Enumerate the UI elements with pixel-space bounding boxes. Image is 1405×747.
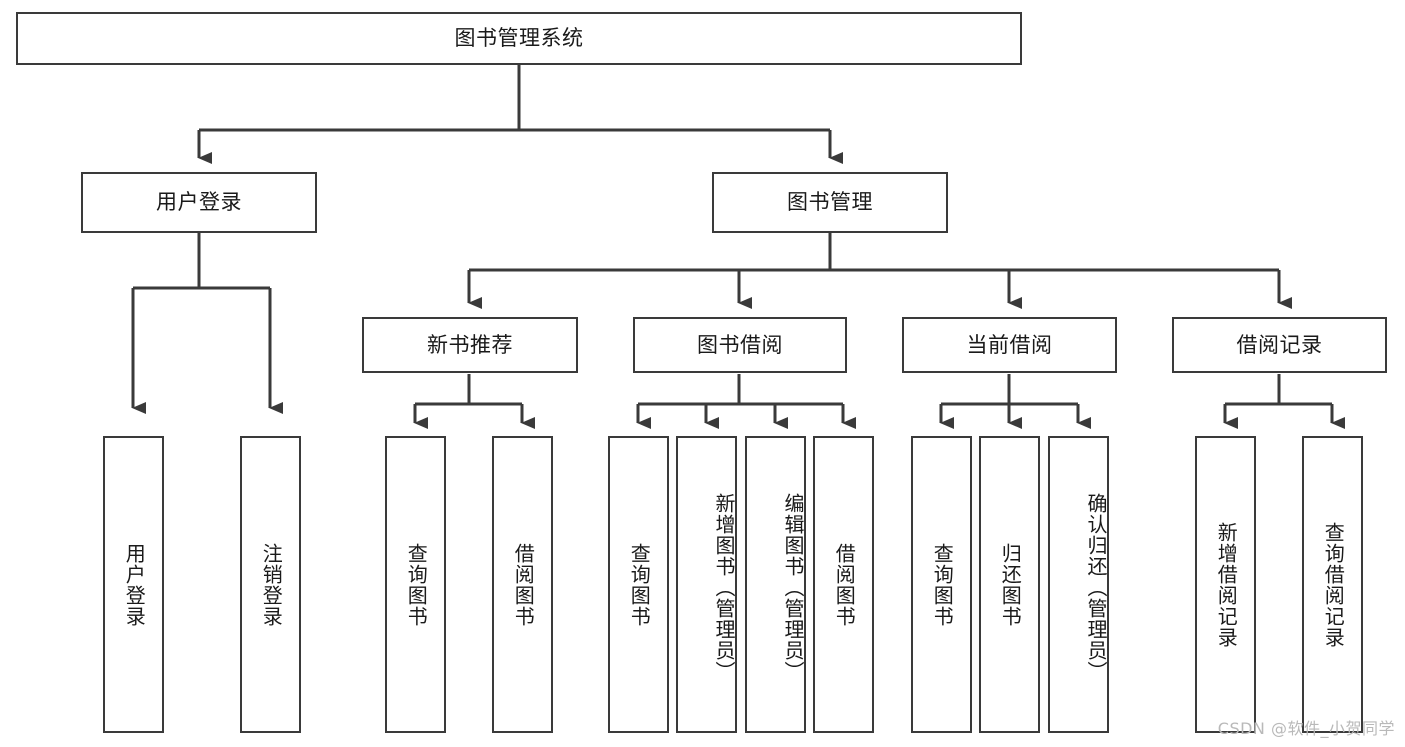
leaf-query-book-2[interactable]: 查询图书 xyxy=(608,436,669,733)
leaf-borrow-book-2-label: 借阅图书 xyxy=(832,542,857,627)
leaf-borrow-book-2[interactable]: 借阅图书 xyxy=(813,436,874,733)
leaf-confirm-return-label: 确认归还（管理员） xyxy=(1084,493,1108,682)
node-root[interactable]: 图书管理系统 xyxy=(16,12,1022,65)
leaf-query-record-label: 查询借阅记录 xyxy=(1321,521,1346,648)
leaf-edit-book[interactable]: 编辑图书（管理员） xyxy=(745,436,806,733)
node-current-borrow[interactable]: 当前借阅 xyxy=(902,317,1117,373)
node-current-borrow-label: 当前借阅 xyxy=(966,332,1053,357)
node-book-manage[interactable]: 图书管理 xyxy=(712,172,948,233)
node-book-borrow-label: 图书借阅 xyxy=(697,332,783,357)
node-new-book-recommend[interactable]: 新书推荐 xyxy=(362,317,578,373)
node-user-login-label: 用户登录 xyxy=(156,190,242,215)
leaf-query-book-3[interactable]: 查询图书 xyxy=(911,436,972,733)
leaf-borrow-book-1-label: 借阅图书 xyxy=(511,542,536,627)
leaf-add-book-label: 新增图书（管理员） xyxy=(712,493,736,682)
node-borrow-record-label: 借阅记录 xyxy=(1236,332,1323,357)
leaf-return-book[interactable]: 归还图书 xyxy=(979,436,1040,733)
leaf-add-record[interactable]: 新增借阅记录 xyxy=(1195,436,1256,733)
leaf-query-book-2-label: 查询图书 xyxy=(627,542,652,627)
leaf-logout-label: 注销登录 xyxy=(259,542,284,627)
leaf-logout[interactable]: 注销登录 xyxy=(240,436,301,733)
leaf-user-login[interactable]: 用户登录 xyxy=(103,436,164,733)
leaf-query-book-1-label: 查询图书 xyxy=(404,542,429,627)
leaf-add-book[interactable]: 新增图书（管理员） xyxy=(676,436,737,733)
watermark-text: CSDN @软件_小贺同学 xyxy=(1217,719,1395,738)
node-book-borrow[interactable]: 图书借阅 xyxy=(633,317,847,373)
node-user-login[interactable]: 用户登录 xyxy=(81,172,317,233)
leaf-return-book-label: 归还图书 xyxy=(998,542,1023,627)
node-borrow-record[interactable]: 借阅记录 xyxy=(1172,317,1387,373)
leaf-borrow-book-1[interactable]: 借阅图书 xyxy=(492,436,553,733)
leaf-user-login-label: 用户登录 xyxy=(122,542,147,627)
leaf-query-record[interactable]: 查询借阅记录 xyxy=(1302,436,1363,733)
leaf-edit-book-label: 编辑图书（管理员） xyxy=(781,493,805,682)
node-root-label: 图书管理系统 xyxy=(454,26,584,51)
leaf-query-book-1[interactable]: 查询图书 xyxy=(385,436,446,733)
leaf-confirm-return[interactable]: 确认归还（管理员） xyxy=(1048,436,1109,733)
node-new-book-recommend-label: 新书推荐 xyxy=(427,332,513,357)
leaf-query-book-3-label: 查询图书 xyxy=(930,542,955,627)
node-book-manage-label: 图书管理 xyxy=(787,190,873,215)
leaf-add-record-label: 新增借阅记录 xyxy=(1214,521,1239,648)
